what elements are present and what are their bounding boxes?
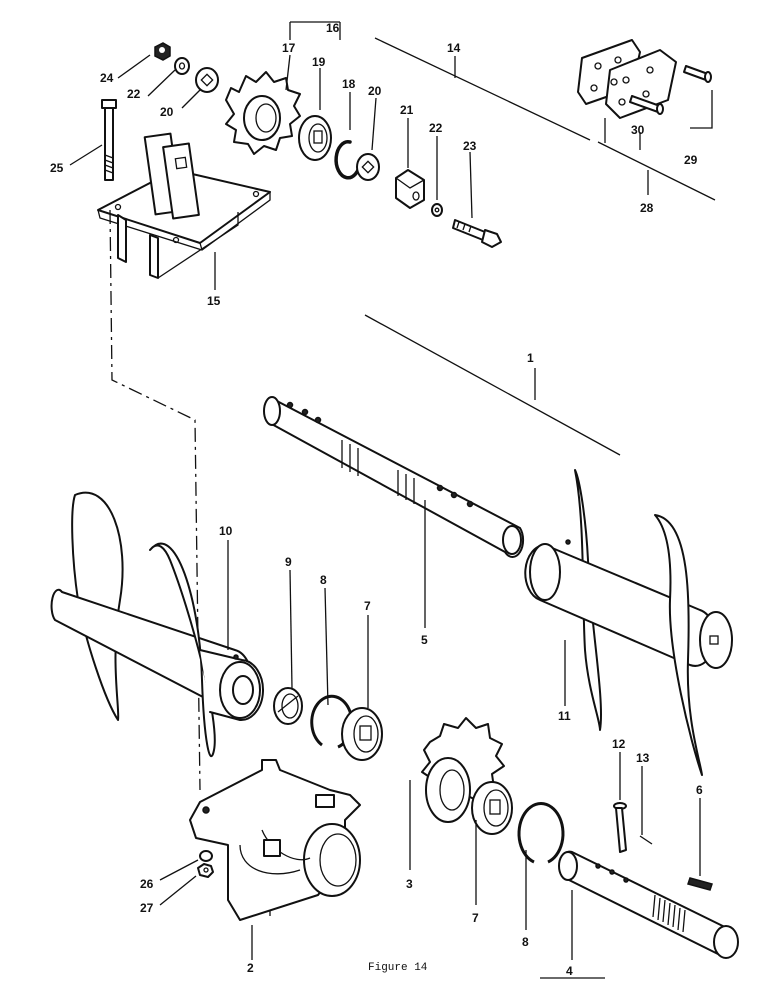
gear-housing: [189, 759, 361, 921]
callout-28: 28: [640, 201, 654, 215]
stub-shaft-4: [558, 850, 739, 959]
clevis-pin-12: [613, 802, 627, 853]
bearing-7: [341, 707, 383, 761]
callout-4: 4: [566, 964, 573, 978]
callout-11: 11: [558, 709, 571, 723]
callout-24: 24: [100, 71, 114, 85]
callout-26: 26: [140, 877, 154, 891]
figure-caption: Figure 14: [368, 962, 428, 974]
callout-8-lower: 8: [522, 935, 529, 949]
washer-22: [431, 203, 443, 217]
nut-24: [154, 42, 171, 61]
sprocket-17: [225, 71, 301, 155]
leader-8: [324, 587, 329, 706]
auger-left: [50, 491, 265, 758]
callout-labels: 1 2 3 4 5 6 7 7 8 8 9 10 11 12 13 14 15 …: [50, 21, 703, 978]
callout-30: 30: [631, 123, 645, 137]
callout-9: 9: [285, 555, 292, 569]
callout-8-upper: 8: [320, 573, 327, 587]
washer-22-top: [174, 57, 190, 75]
callout-21: 21: [400, 103, 414, 117]
callout-12: 12: [612, 737, 626, 751]
sprocket-3: [421, 717, 505, 823]
chain-link: [577, 39, 712, 119]
callout-18: 18: [342, 77, 356, 91]
callout-13: 13: [636, 751, 650, 765]
callout-23: 23: [463, 139, 477, 153]
washer-20-top: [195, 67, 219, 93]
callout-14: 14: [447, 41, 461, 55]
callout-10: 10: [219, 524, 233, 538]
nut-27: [197, 863, 214, 878]
snap-ring-8-lower: [517, 802, 565, 864]
main-shaft: [263, 396, 525, 558]
callout-7-lower: 7: [472, 911, 479, 925]
cotter-pin-13: [639, 835, 653, 845]
washer-20: [356, 153, 380, 181]
callout-22-left: 22: [127, 87, 141, 101]
callout-2: 2: [247, 961, 254, 975]
auger-right: [524, 469, 733, 776]
leader-27: [159, 875, 197, 906]
callout-20-left: 20: [160, 105, 174, 119]
leader-lines-top: [69, 21, 716, 290]
callout-27: 27: [140, 901, 154, 915]
leader-9: [289, 569, 293, 689]
assembly-centerline: [109, 209, 201, 791]
callout-15: 15: [207, 294, 221, 308]
callout-22-right: 22: [429, 121, 443, 135]
callout-16: 16: [326, 21, 340, 35]
callout-1: 1: [527, 351, 534, 365]
bolt-23: [452, 219, 502, 248]
callout-17: 17: [282, 41, 296, 55]
square-block-21: [395, 169, 425, 209]
callout-20-right: 20: [368, 84, 382, 98]
leader-26: [159, 859, 199, 881]
mounting-bracket: [97, 132, 271, 279]
callout-3: 3: [406, 877, 413, 891]
callout-25: 25: [50, 161, 64, 175]
callout-6: 6: [696, 783, 703, 797]
callout-7-upper: 7: [364, 599, 371, 613]
callout-29: 29: [684, 153, 698, 167]
bearing-7-lower: [471, 781, 513, 835]
snap-ring-18: [334, 140, 362, 180]
bearing-19: [298, 115, 332, 161]
bushing-9: [273, 687, 303, 725]
washer-26: [199, 850, 213, 862]
callout-5: 5: [421, 633, 428, 647]
leader-1: [364, 314, 621, 456]
callout-19: 19: [312, 55, 326, 69]
key-6: [687, 877, 713, 891]
bolt-25: [101, 99, 117, 181]
